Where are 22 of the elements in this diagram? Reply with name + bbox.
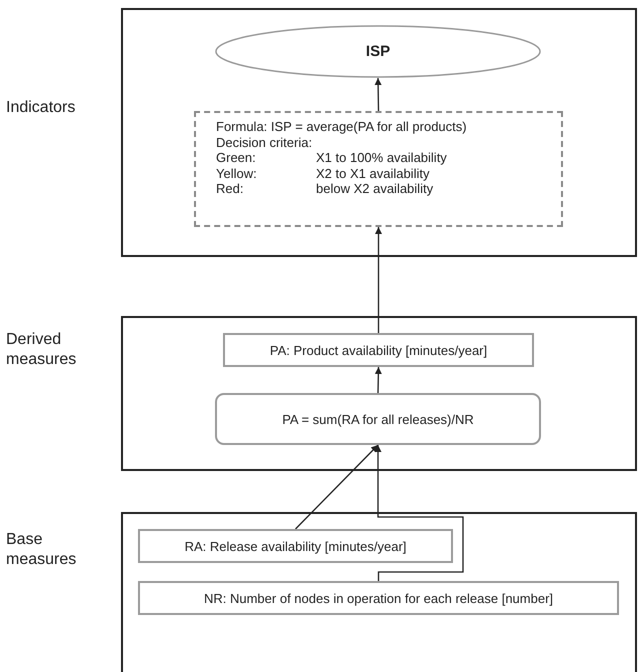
criteria-range: X2 to X1 availability: [316, 166, 430, 181]
criteria-level: Yellow:: [216, 166, 258, 181]
arrow: [295, 444, 378, 530]
layer-label: Derived measures: [6, 330, 78, 370]
criteria-text: Decision criteria:: [216, 134, 314, 150]
layer-label: Indicators: [6, 98, 76, 118]
indicator-name: ISP: [366, 43, 390, 60]
measure-box: RA: Release availability [minutes/year]: [138, 529, 453, 563]
measure-box: NR: Number of nodes in operation for each release [number]: [138, 581, 619, 615]
arrow: [374, 445, 464, 581]
criteria-text: Formula: ISP = average(PA for all products): [216, 119, 468, 134]
formula-box: PA = sum(RA for all releases)/NR: [215, 393, 541, 445]
layer-label: Base measures: [6, 530, 78, 570]
arrow: [374, 78, 382, 111]
criteria-level: Red:: [216, 181, 244, 196]
criteria-level: Green:: [216, 150, 257, 166]
measure-box: PA: Product availability [minutes/year]: [223, 333, 534, 367]
arrow: [374, 366, 382, 394]
arrow: [375, 227, 382, 333]
criteria-range: below X2 availability: [316, 181, 434, 196]
criteria-range: X1 to 100% availability: [316, 150, 448, 166]
criteria-box: [194, 111, 563, 227]
